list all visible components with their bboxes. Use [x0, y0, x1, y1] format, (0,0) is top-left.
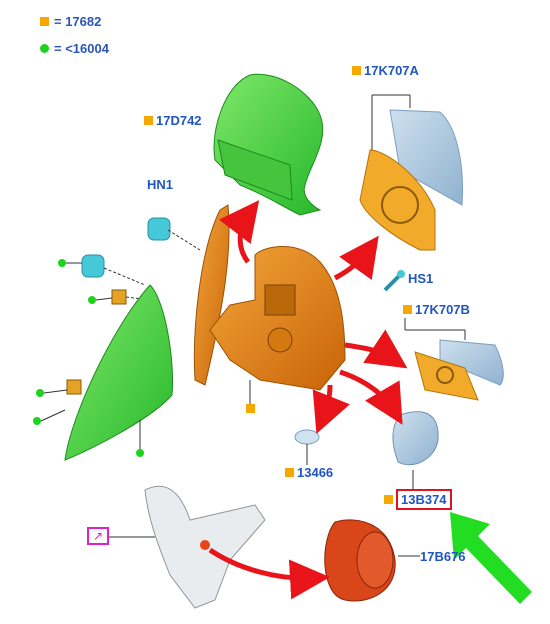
square-marker-icon — [384, 495, 393, 504]
legend-circle: = <16004 — [40, 41, 109, 56]
label-13B374: 13B374 — [384, 489, 452, 510]
lamp-part[interactable] — [392, 411, 439, 490]
hn1-connector-part[interactable] — [147, 217, 201, 251]
mirror-bracket-part[interactable] — [109, 485, 266, 609]
mirror-shell-part[interactable] — [64, 284, 174, 461]
label-17K707B: 17K707B — [403, 302, 470, 317]
hs1-part[interactable] — [383, 270, 405, 292]
square-marker-icon — [40, 17, 49, 26]
label-17D742: 17D742 — [144, 113, 202, 128]
square-marker-icon — [144, 116, 153, 125]
square-marker-icon — [403, 305, 412, 314]
motor-part[interactable] — [324, 519, 420, 602]
legend-square-label: = 17682 — [54, 14, 102, 29]
mirror-glass-upper-part[interactable] — [359, 94, 464, 251]
mirror-glass-lower-part[interactable] — [404, 318, 504, 401]
square-marker-icon — [352, 66, 361, 75]
green-pointer-arrow — [450, 512, 532, 604]
bulb-part[interactable] — [294, 429, 320, 465]
label-13466: 13466 — [285, 465, 333, 480]
circle-callouts — [33, 259, 144, 457]
label-17K707A: 17K707A — [352, 63, 419, 78]
label-HN1: HN1 — [147, 177, 174, 192]
label-17B676: 17B676 — [420, 549, 466, 564]
left-connectors[interactable] — [66, 254, 151, 395]
legend-square: = 17682 — [40, 14, 101, 29]
label-HS1: HS1 — [408, 271, 434, 286]
housing-square-marker — [246, 404, 255, 413]
highlighted-part-label[interactable]: 13B374 — [396, 489, 452, 510]
square-marker-icon — [285, 468, 294, 477]
circle-marker-icon — [40, 44, 49, 53]
pencil-arrow-icon[interactable]: ↗ — [87, 527, 109, 545]
mirror-housing-part[interactable] — [193, 204, 346, 391]
mirror-cap-part[interactable] — [213, 73, 324, 216]
legend-circle-label: = <16004 — [54, 41, 109, 56]
red-arrows — [208, 200, 408, 600]
